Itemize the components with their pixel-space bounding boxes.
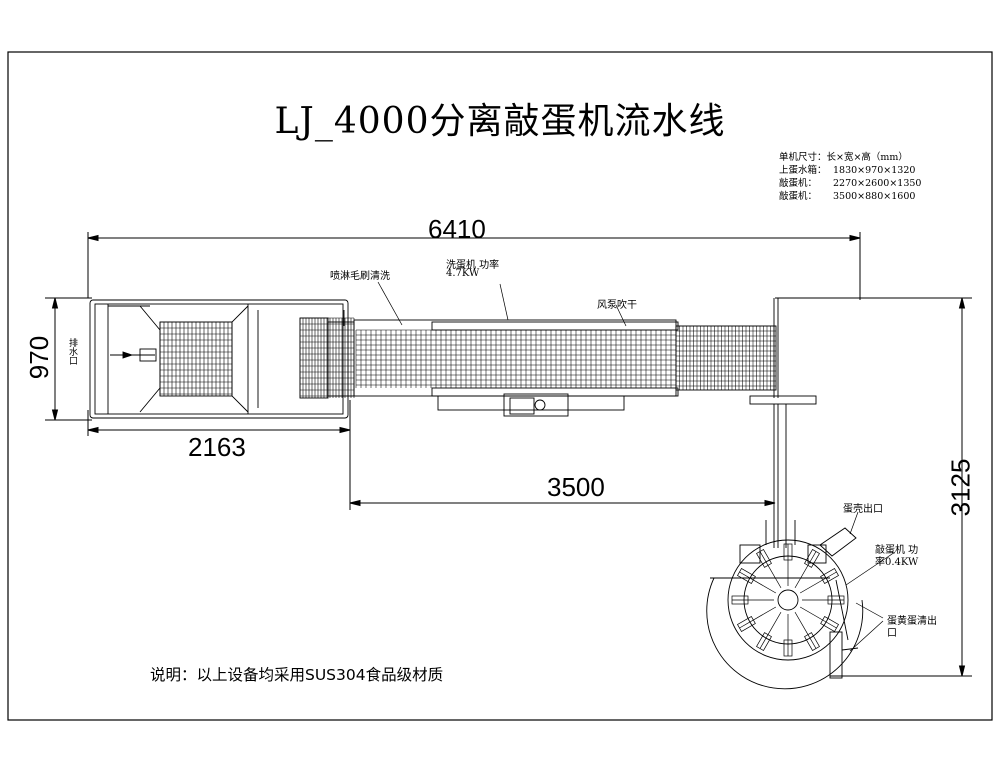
spec-value: 1830×970×1320: [833, 165, 916, 176]
breaker-cup: [804, 549, 820, 568]
spec-value: 2270×2600×1350: [833, 178, 922, 189]
cup-arm: [799, 606, 837, 629]
chute-rollers: [299, 317, 355, 398]
dim-3125-lines: [775, 297, 972, 677]
breaker-cup: [756, 549, 772, 568]
label-spray-brush: 喷淋毛刷清洗: [330, 271, 390, 282]
breaker-cup: [731, 595, 749, 605]
dim-vertical-3125: 3125: [945, 458, 976, 517]
breaker-cup: [756, 632, 772, 651]
dim-washer-length: 3500: [547, 472, 605, 502]
spec-label: 敲蛋机：: [779, 178, 818, 189]
transfer-conveyor: [675, 325, 777, 391]
label-yolk-white-outlet: 蛋黄蛋清出: [887, 616, 937, 627]
dim-970-lines: [45, 297, 92, 421]
spec-row: 敲蛋机： 3500×880×1600: [779, 190, 921, 203]
breaker-cup: [783, 543, 793, 561]
dim-overall-length: 6410: [428, 214, 486, 244]
label-breaker-power-value: 率0.4KW: [875, 557, 919, 568]
breaker-cups: [731, 543, 845, 657]
washer-brush-rollers: [355, 329, 677, 388]
cup-arm: [759, 611, 782, 649]
spec-row: 敲蛋机： 2270×2600×1350: [779, 177, 921, 190]
conveyor-rollers: [675, 325, 776, 390]
page-title: LJ_4000分离敲蛋机流水线: [274, 101, 726, 142]
label-yolk-white-outlet-cont: 口: [887, 628, 897, 639]
breaker-cup: [827, 595, 845, 605]
label-fan-dry: 风泵吹干: [597, 300, 637, 311]
spec-value: 3500×880×1600: [833, 191, 916, 202]
cup-arm: [794, 551, 817, 589]
cup-arm: [759, 551, 782, 589]
cup-arm: [739, 606, 777, 629]
cup-arm: [739, 571, 777, 594]
cup-arm: [799, 571, 837, 594]
spec-table: 单机尺寸：长×宽×高（mm） 上蛋水箱： 1830×970×1320 敲蛋机： 22…: [779, 151, 921, 203]
column-to-breaker: [749, 298, 817, 548]
dim-tank-length: 2163: [188, 432, 246, 462]
spec-label: 敲蛋机：: [779, 191, 818, 202]
breaker-cup: [737, 616, 756, 632]
breaker-cup: [804, 632, 820, 651]
breaker-cup: [783, 639, 793, 657]
spec-row: 上蛋水箱： 1830×970×1320: [779, 164, 921, 177]
label-washer-power: 洗蛋机 功率: [446, 260, 500, 271]
dim-3500-lines: [349, 499, 776, 507]
cup-arm: [794, 611, 817, 649]
label-drain: 排水口: [67, 338, 77, 365]
dim-6410-lines: [87, 232, 861, 300]
drawing-frame: [7, 51, 993, 721]
label-washer-power-value: 4.7KW: [446, 268, 480, 279]
dim-2163-lines: [87, 400, 351, 510]
label-breaker-power: 敲蛋机 功: [875, 545, 919, 556]
dim-width-970: 970: [24, 335, 55, 380]
egg-breaker: [706, 527, 864, 690]
breaker-cup: [737, 568, 756, 584]
breaker-cup: [820, 616, 839, 632]
spec-label: 上蛋水箱：: [779, 165, 827, 176]
material-note: 说明：以上设备均采用SUS304食品级材质: [150, 666, 444, 684]
breaker-cup: [820, 568, 839, 584]
label-shell-outlet: 蛋壳出口: [843, 504, 883, 515]
tank-rollers: [159, 321, 233, 396]
spec-header: 单机尺寸：长×宽×高（mm）: [779, 152, 908, 163]
leader-lines: [377, 281, 896, 652]
